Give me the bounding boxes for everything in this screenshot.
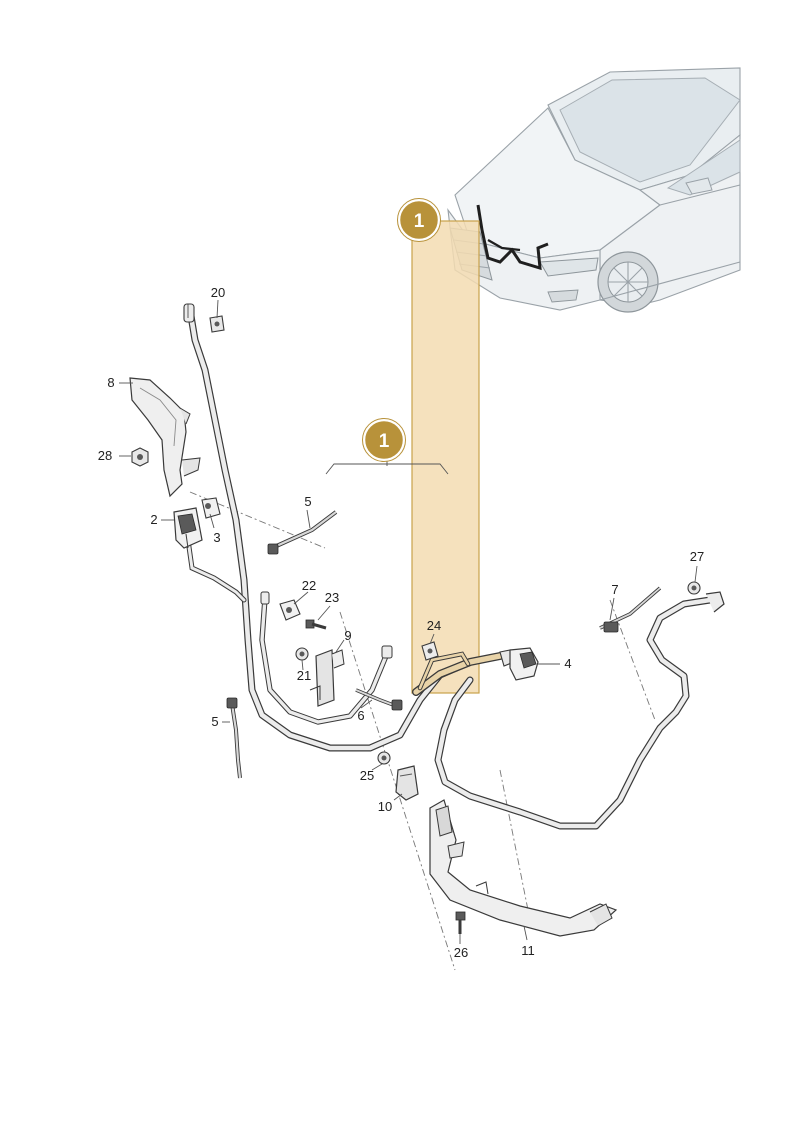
electrical-connector-icon <box>499 647 539 681</box>
callout-28: 28 <box>98 448 112 463</box>
hex-nut-icon <box>131 447 149 467</box>
wiring-harness <box>183 303 725 830</box>
leader-lines <box>119 299 698 944</box>
vehicle-front-view-icon <box>447 67 741 313</box>
hex-nut-icon <box>687 581 701 595</box>
callout-27: 27 <box>690 549 704 564</box>
cable-guide <box>429 799 618 937</box>
callout-7: 7 <box>611 582 618 597</box>
callout-5-upper: 5 <box>304 494 311 509</box>
callout-26: 26 <box>454 945 468 960</box>
bolt-icon <box>455 911 466 934</box>
mounting-bracket <box>309 649 345 707</box>
cable-clip-icon <box>209 315 225 333</box>
callout-11: 11 <box>521 943 535 958</box>
callout-badge-mid: 1 <box>325 418 449 475</box>
callout-4: 4 <box>564 656 571 671</box>
mounting-bracket <box>129 377 201 498</box>
cable-tie-icon <box>267 510 338 555</box>
electrical-connector-icon <box>173 507 203 549</box>
callout-23: 23 <box>325 590 339 605</box>
hex-nut-icon <box>377 751 391 765</box>
callout-25: 25 <box>360 768 374 783</box>
callout-20: 20 <box>211 285 225 300</box>
callout-8: 8 <box>107 375 114 390</box>
cable-clip-icon <box>279 599 301 621</box>
callout-24: 24 <box>427 618 441 633</box>
callout-5-lower: 5 <box>211 714 218 729</box>
hex-nut-icon <box>295 647 309 661</box>
callout-21: 21 <box>297 668 311 683</box>
cable-clip-icon <box>421 641 439 661</box>
callout-labels: 20 8 28 2 3 5 5 22 23 9 21 6 24 4 7 27 2… <box>98 285 704 960</box>
callout-badge-top: 1 <box>397 198 441 242</box>
svg-text:1: 1 <box>414 211 425 232</box>
cable-tie-icon <box>226 697 242 779</box>
cable-tie-icon <box>599 586 662 633</box>
cable-clip-icon <box>201 497 221 519</box>
callout-6: 6 <box>357 708 364 723</box>
callout-10: 10 <box>378 799 392 814</box>
callout-2: 2 <box>150 512 157 527</box>
callout-3: 3 <box>213 530 220 545</box>
svg-text:1: 1 <box>379 431 390 452</box>
callout-9: 9 <box>344 628 351 643</box>
bolt-icon <box>305 619 327 630</box>
cable-clip-icon <box>355 688 403 711</box>
mounting-bracket <box>395 765 419 801</box>
callout-22: 22 <box>302 578 316 593</box>
highlight-region <box>411 220 480 694</box>
